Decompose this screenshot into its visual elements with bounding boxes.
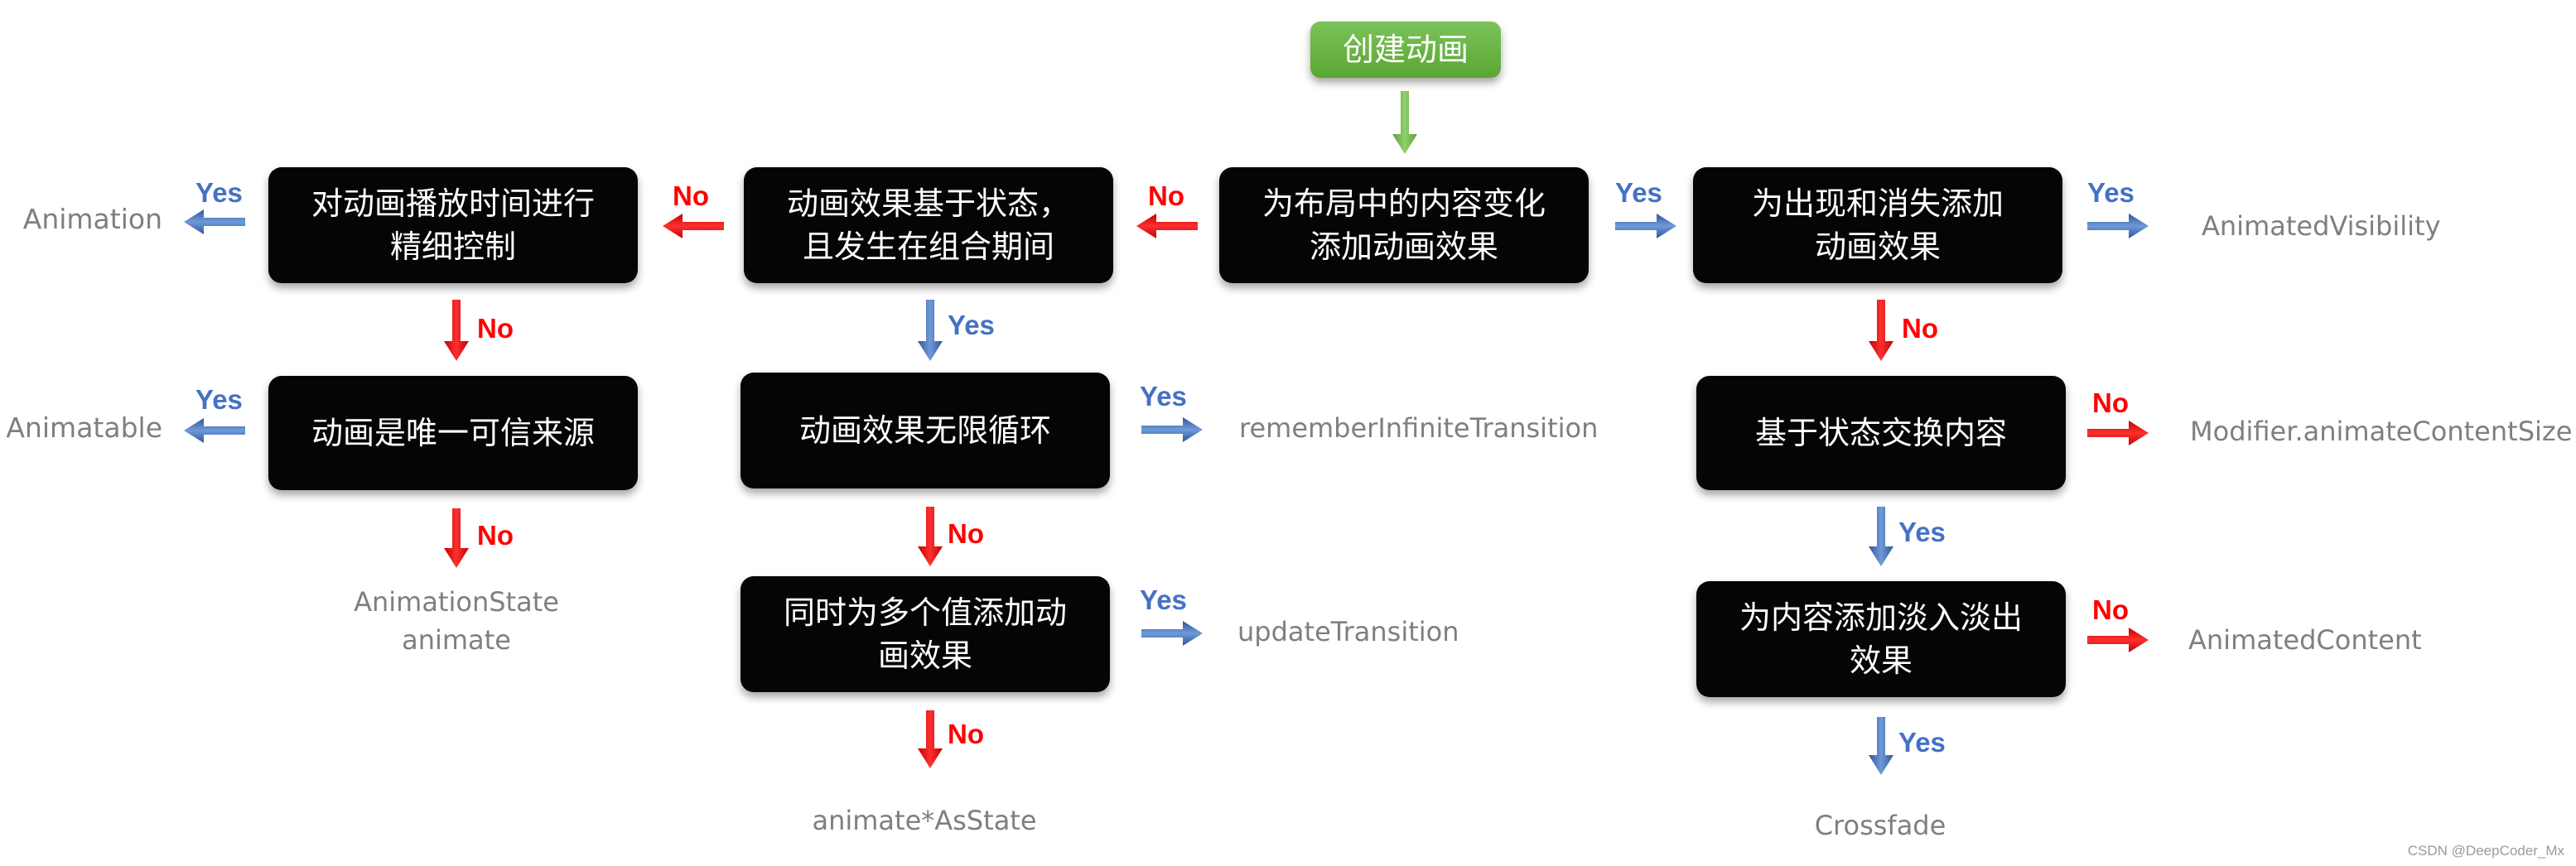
leaf-animated-content: AnimatedContent: [2188, 624, 2422, 656]
arrow-yes-right-visibility: [2087, 214, 2149, 238]
leaf-animation-state-line2: animate: [402, 624, 511, 656]
label-yes-update: Yes: [1140, 585, 1187, 615]
label-no-animate-as-state: No: [948, 719, 984, 749]
start-node: 创建动画: [1310, 22, 1501, 78]
arrow-yes-right-update: [1141, 621, 1203, 646]
leaf-animation-state: AnimationState animate: [328, 583, 585, 659]
label-no-animation-state: No: [477, 520, 514, 551]
decision-swap-content: 基于状态交换内容: [1696, 376, 2066, 490]
label-yes-animation: Yes: [195, 177, 243, 208]
arrow-no-down-appear: [1869, 300, 1893, 361]
label-no-swap-content: No: [1902, 313, 1938, 344]
decision-fine-control: 对动画播放时间进行精细控制: [268, 167, 638, 283]
arrow-yes-right-remember: [1141, 417, 1203, 442]
arrow-yes-right-1: [1615, 214, 1676, 238]
arrow-no-left-2: [663, 214, 724, 238]
decision-single-source: 动画是唯一可信来源: [268, 376, 638, 490]
decision-appear-disappear: 为出现和消失添加动画效果: [1693, 167, 2062, 283]
label-yes-remember: Yes: [1140, 381, 1187, 411]
label-no-state-based: No: [1148, 180, 1184, 211]
watermark: CSDN @DeepCoder_Mx: [2407, 843, 2564, 859]
label-yes-crossfade: Yes: [1898, 727, 1946, 758]
arrow-yes-down-swap: [1869, 507, 1893, 566]
arrow-no-down-fine: [444, 300, 469, 361]
arrow-start-down: [1392, 91, 1417, 154]
arrow-no-right-contentsize: [2087, 421, 2149, 445]
leaf-animate-as-state: animate*AsState: [812, 805, 1037, 836]
arrow-no-down-infinite: [918, 507, 943, 566]
decision-fade-content: 为内容添加淡入淡出效果: [1696, 581, 2066, 697]
label-yes-visibility: Yes: [2087, 177, 2135, 208]
decision-layout-change: 为布局中的内容变化添加动画效果: [1219, 167, 1589, 283]
leaf-animate-content-size: Modifier.animateContentSize: [2190, 416, 2573, 447]
leaf-animation-state-line1: AnimationState: [354, 586, 559, 618]
leaf-animated-visibility: AnimatedVisibility: [2202, 210, 2441, 242]
leaf-animatable: Animatable: [6, 411, 162, 444]
arrow-yes-left-animatable: [184, 418, 245, 443]
decision-infinite-loop: 动画效果无限循环: [740, 373, 1110, 488]
arrow-no-down-multi: [918, 710, 943, 768]
arrow-no-right-animatedcontent: [2087, 628, 2149, 652]
leaf-crossfade: Crossfade: [1814, 810, 1946, 841]
leaf-update-transition: updateTransition: [1237, 616, 1459, 647]
label-yes-infinite-loop: Yes: [948, 310, 995, 340]
label-no-content-size: No: [2092, 387, 2129, 418]
label-no-fine-control: No: [673, 180, 709, 211]
arrow-yes-down-fade: [1869, 717, 1893, 775]
decision-multi-value: 同时为多个值添加动画效果: [740, 576, 1110, 692]
label-no-single-source: No: [477, 313, 514, 344]
label-yes-fade-content: Yes: [1898, 517, 1946, 547]
label-no-multi-value: No: [948, 518, 984, 549]
arrow-yes-left-animation: [184, 209, 245, 234]
label-no-animated-content: No: [2092, 594, 2129, 625]
arrow-no-down-single: [444, 508, 469, 568]
arrow-no-left-1: [1136, 214, 1198, 238]
leaf-animation: Animation: [22, 203, 162, 235]
arrow-yes-down-state: [918, 300, 943, 361]
label-yes-animatable: Yes: [195, 384, 243, 415]
leaf-remember-infinite-transition: rememberInfiniteTransition: [1239, 412, 1599, 444]
decision-state-based-composition: 动画效果基于状态，且发生在组合期间: [744, 167, 1113, 283]
label-yes-appear: Yes: [1615, 177, 1662, 208]
